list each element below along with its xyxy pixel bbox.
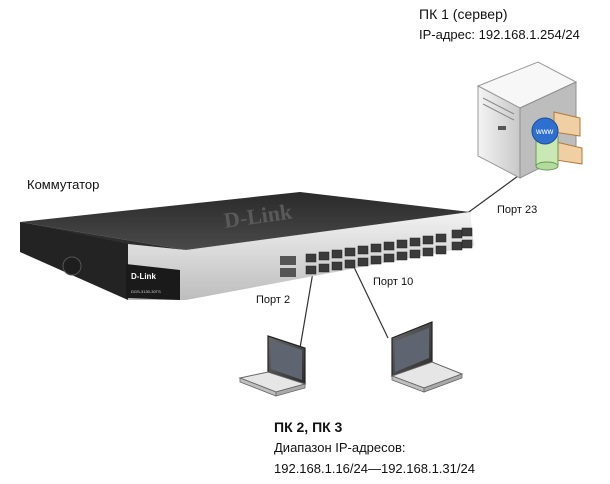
pc1-ip-address: IP-адрес: 192.168.1.254/24 (419, 27, 580, 42)
server-pc1: www (476, 61, 583, 179)
port10-label: Порт 10 (373, 276, 414, 288)
link-port10-pc3 (352, 264, 389, 339)
switch-model: DGS-3130-30TS (131, 289, 161, 294)
clients-range-label: Диапазон IP-адресов: (274, 440, 406, 455)
switch-device: D-Link DGS-3130-30TS D-Link (20, 192, 474, 300)
clients-ip-range: 192.168.1.16/24—192.168.1.31/24 (274, 461, 475, 476)
laptop-pc2 (238, 335, 307, 397)
switch-ports (305, 227, 473, 275)
port2-label: Порт 2 (256, 294, 291, 306)
link-port2-pc2 (299, 271, 314, 349)
port23-label: Порт 23 (497, 204, 538, 216)
globe-icon (531, 117, 559, 145)
laptop-pc3 (390, 321, 464, 393)
switch-label: Коммутатор (27, 177, 100, 192)
clients-title: ПК 2, ПК 3 (274, 419, 343, 435)
switch-brand-plate: D-Link (131, 272, 156, 281)
www-badge: www (535, 127, 554, 136)
pc1-title: ПК 1 (сервер) (419, 6, 508, 22)
